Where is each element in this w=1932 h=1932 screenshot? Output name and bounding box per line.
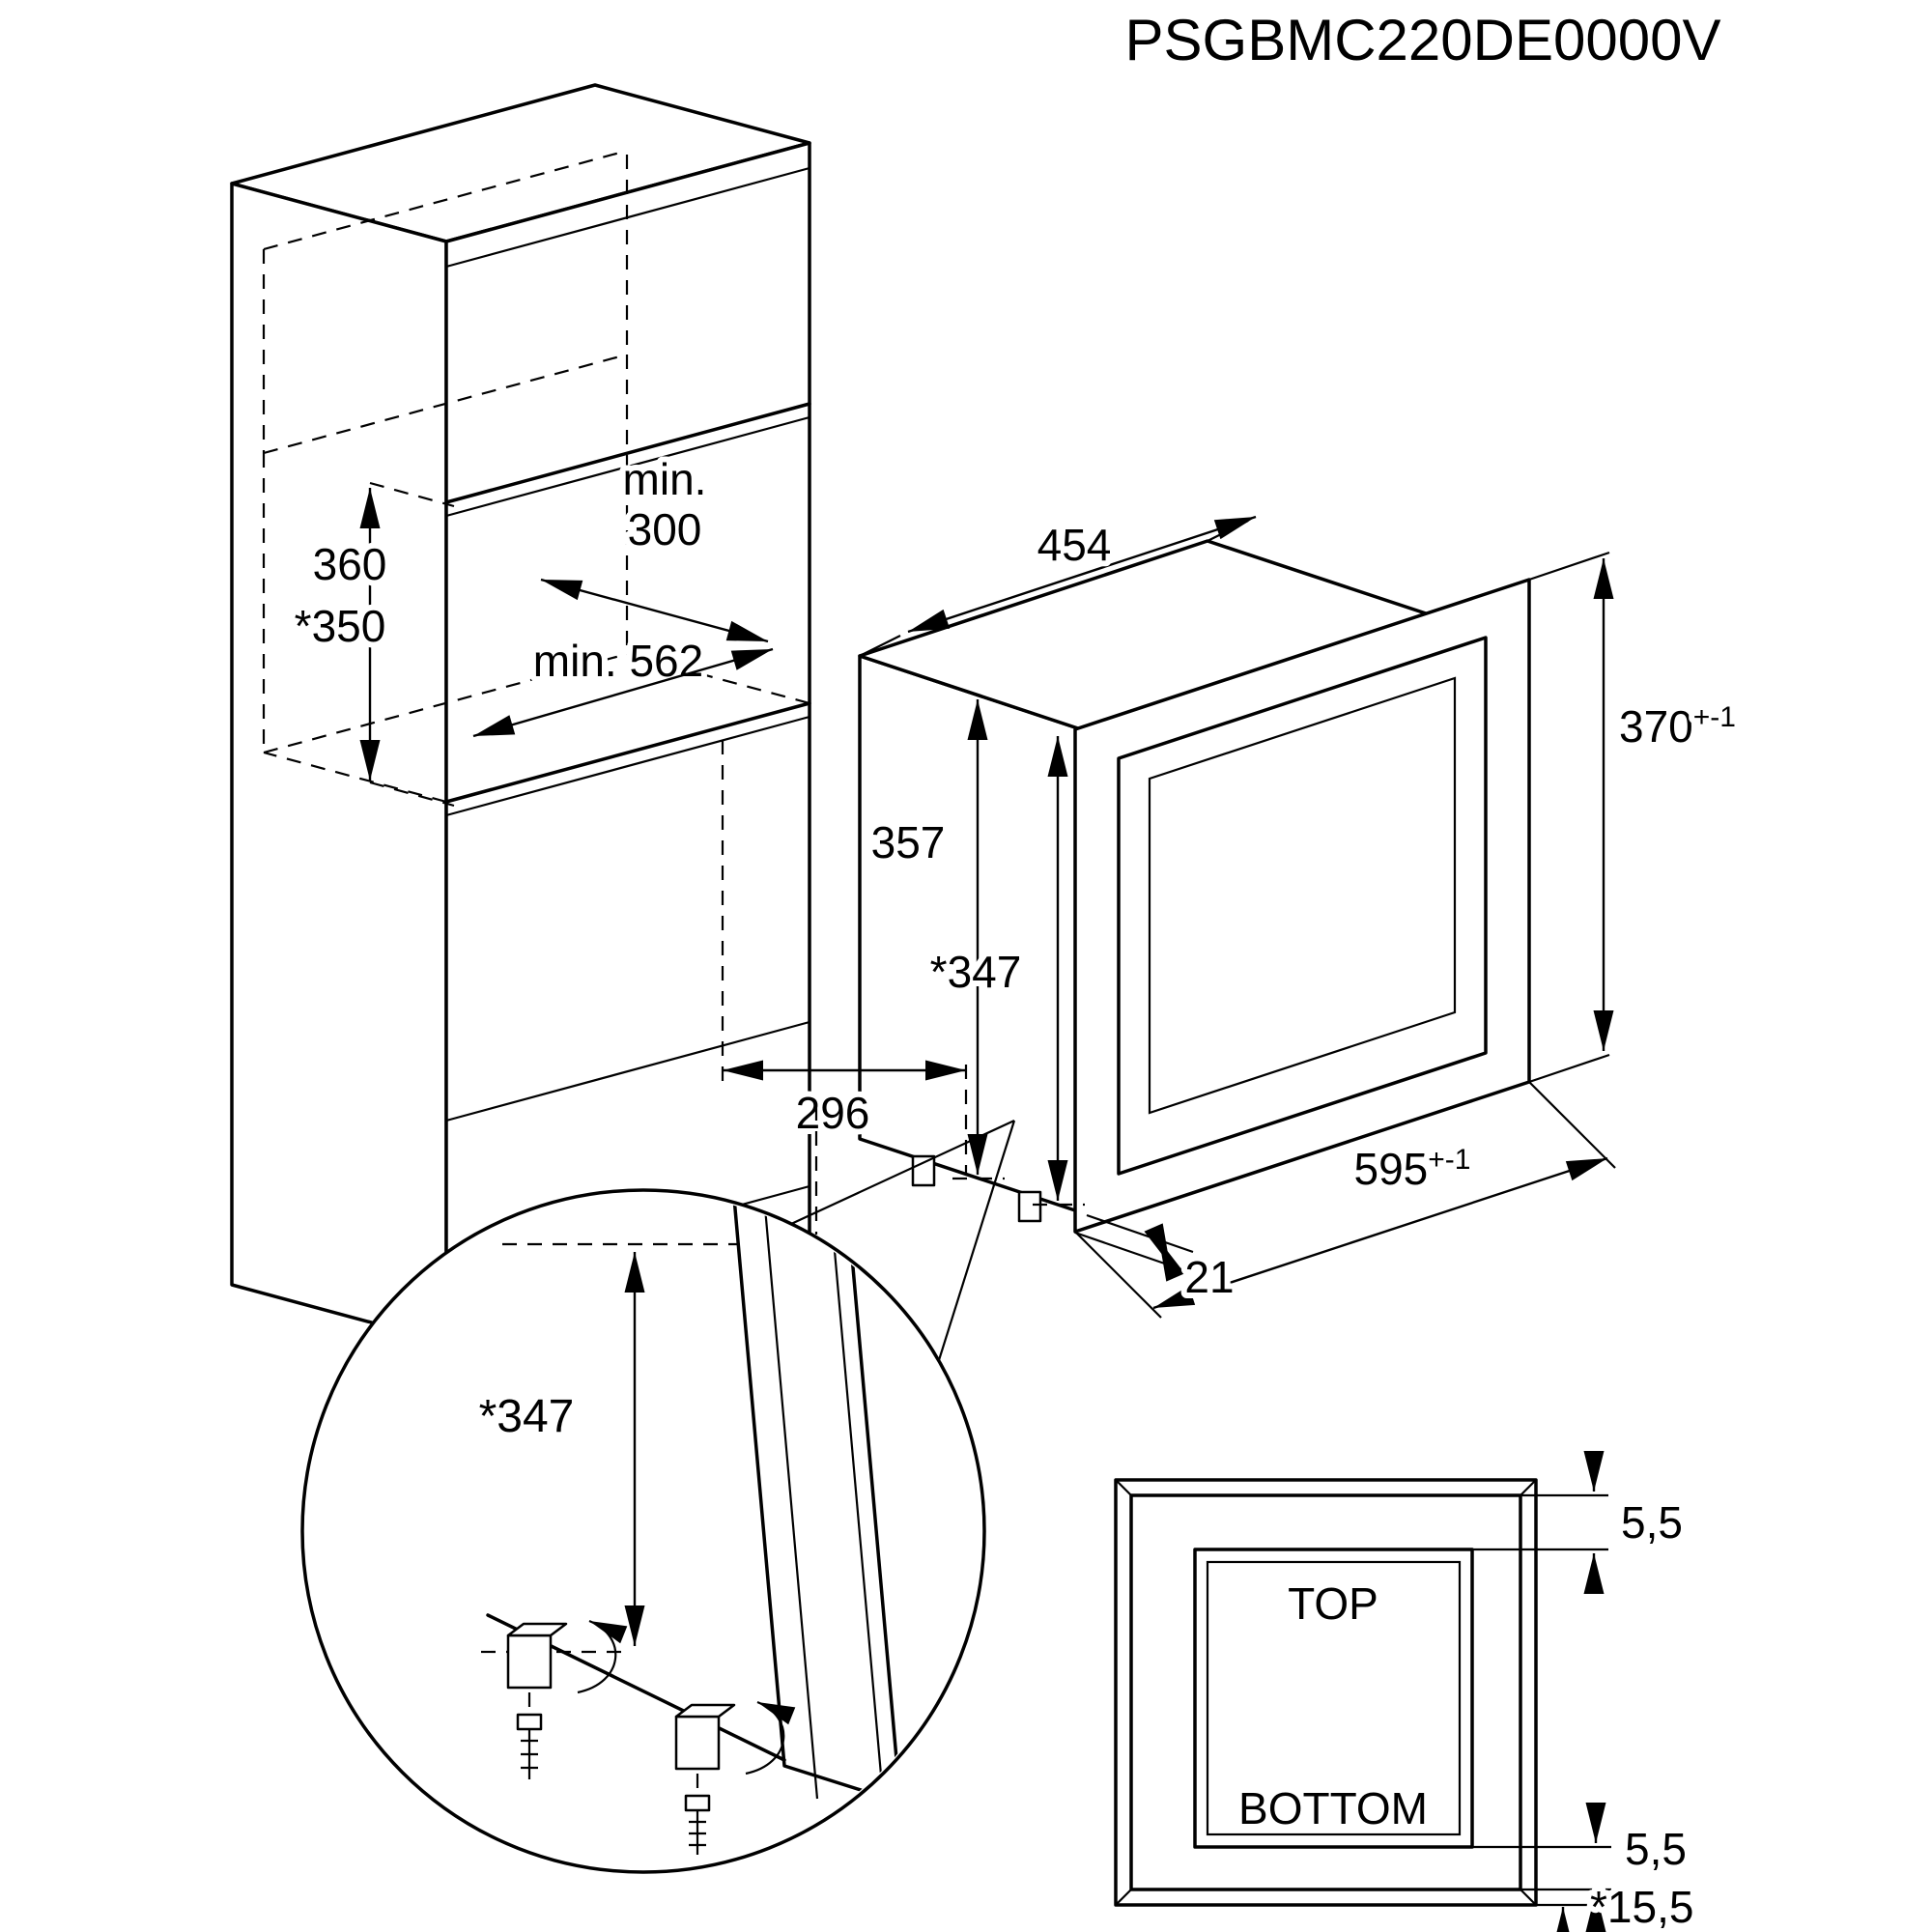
callout-wedge (790, 1106, 1016, 1361)
detail-circle: *347 (300, 1188, 986, 1874)
dim-fixing-height-label: *347 (930, 947, 1022, 997)
dim-front-overhang-label: 21 (1184, 1252, 1234, 1302)
detail-circle-content (481, 1196, 902, 1855)
extension-line (1074, 1231, 1182, 1271)
oven-door-window (1117, 636, 1488, 1176)
rotate-arrow (577, 1619, 628, 1694)
door-split-line (445, 1020, 810, 1122)
dim-front-width-label: 595+-1 (1354, 1144, 1471, 1194)
extension-line (1528, 1081, 1616, 1169)
dim-body-width-label: 454 (1037, 520, 1112, 570)
front-view-top-label: TOP (1288, 1578, 1378, 1629)
shelf-front-edge (444, 402, 811, 504)
fixing-block-top (506, 1622, 568, 1637)
dim-rear-clearance-label: 296 (796, 1088, 870, 1138)
rotate-arrow (745, 1700, 796, 1776)
extension-line (1074, 1231, 1162, 1319)
callout-leader-line (937, 1120, 1016, 1361)
extension-line (1528, 1053, 1610, 1084)
dim-niche-depth-label-line2: 300 (628, 504, 702, 554)
front-view-bottom-label: BOTTOM (1238, 1783, 1428, 1833)
oven-foot (911, 1154, 936, 1187)
dim-niche-height-label: 360 (313, 539, 387, 589)
extension-line (1086, 1213, 1194, 1254)
fixing-block-top (674, 1703, 736, 1719)
dim-overlap-top-label: 5,5 (1621, 1497, 1683, 1548)
frame-miter (1520, 1479, 1537, 1496)
dim-niche-depth-arrow (540, 578, 769, 643)
cabinet-drawing: 360 *350 min. 300 min. 562 (230, 83, 811, 1345)
extension-line (859, 635, 901, 657)
screw-head (516, 1713, 543, 1731)
screw-head (684, 1794, 711, 1812)
dim-body-height-label: 357 (871, 817, 946, 867)
oven-front-outline (1193, 1548, 1474, 1849)
dim-front-width-arrow (1152, 1156, 1608, 1310)
hidden-edge (263, 149, 628, 251)
drawing-code: PSGBMC220DE0000V (1125, 8, 1721, 72)
hidden-edge (263, 751, 447, 804)
callout-leader-line (790, 1120, 1015, 1225)
oven-body-left-face (858, 654, 1089, 1216)
oven-foot (1017, 1190, 1042, 1223)
dim-front-overhang-arrow (1144, 1223, 1185, 1282)
hidden-edge (263, 353, 628, 455)
dim-niche-width-arrow (472, 647, 774, 738)
frame-miter (1520, 1889, 1537, 1906)
dim-overlap-bottom-total-label: *15,5 (1590, 1882, 1693, 1932)
dim-niche-depth-label-line1: min. (623, 454, 707, 504)
dim-front-height-label: 370+-1 (1619, 701, 1736, 752)
dim-detail-height-label: *347 (479, 1391, 575, 1442)
dim-body-width-arrow (907, 515, 1257, 634)
door-frame-inner-line (831, 1228, 885, 1798)
frame-miter (1115, 1889, 1132, 1906)
cabinet-front-face (444, 141, 811, 1345)
oven-front-inner-outline (1206, 1560, 1462, 1836)
microwave-drawing: 454 357 *347 370+-1 595+-1 296 21 (721, 514, 1742, 1319)
door-frame-inner-line (763, 1207, 819, 1800)
dim-niche-width-label: min. 562 (533, 636, 703, 686)
oven-door-window-inner (1148, 676, 1457, 1115)
fixing-block (506, 1634, 553, 1690)
dim-niche-height-alt-label: *350 (295, 601, 386, 651)
dim-overlap-bottom-label: 5,5 (1625, 1824, 1687, 1874)
front-view-detail: TOP BOTTOM 5,5 5,5 *15,5 (1114, 1451, 1699, 1932)
trim-frame-inner (1129, 1493, 1522, 1891)
frame-miter (1115, 1479, 1132, 1496)
fixing-block (674, 1715, 721, 1771)
extension-line (1528, 551, 1610, 582)
